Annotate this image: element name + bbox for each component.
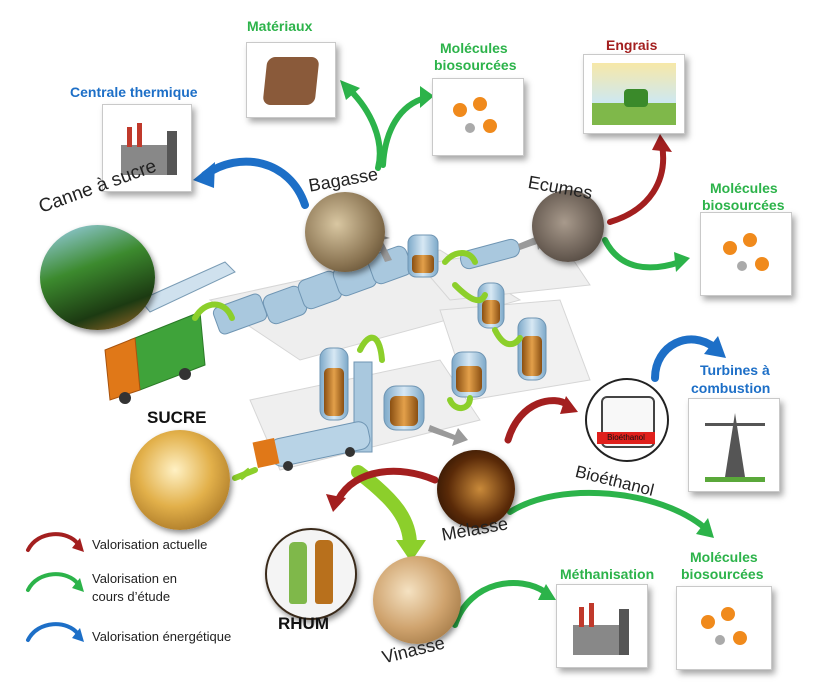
bioethanol-tag: Bioéthanol bbox=[597, 432, 655, 444]
process-pipes bbox=[192, 250, 523, 481]
label-turbines-2: combustion bbox=[691, 380, 771, 396]
label-turbines-1: Turbines à bbox=[700, 362, 770, 378]
legend-label-actuelle: Valorisation actuelle bbox=[92, 537, 208, 552]
arrow-bagasse-to-centrale bbox=[193, 157, 309, 209]
methanisation-card bbox=[556, 584, 648, 668]
label-molecules-right-2: biosourcées bbox=[702, 197, 785, 213]
arrow-ecumes-to-molecules bbox=[602, 237, 690, 272]
melasse-photo bbox=[437, 450, 515, 528]
vinasse-photo bbox=[373, 556, 461, 644]
molecules-card-bottom bbox=[676, 586, 772, 670]
arrow-vinasse-to-methanisation bbox=[452, 580, 556, 628]
crystallizer bbox=[319, 347, 425, 453]
bagasse-photo bbox=[305, 192, 385, 272]
arrow-melasse-to-rhum bbox=[326, 467, 439, 512]
label-molecules-right-1: Molécules bbox=[710, 180, 778, 196]
conveyor-belt bbox=[139, 261, 236, 313]
engrais-card bbox=[583, 54, 685, 134]
label-methanisation: Méthanisation bbox=[560, 566, 655, 582]
sugar-truck bbox=[252, 421, 371, 471]
label-engrais: Engrais bbox=[606, 37, 658, 53]
bioethanol-jerrycan: Bioéthanol bbox=[585, 378, 669, 462]
label-molecules-top-1: Molécules bbox=[440, 40, 508, 56]
rhum-photo bbox=[265, 528, 357, 620]
arrow-melasse-to-bioethanol bbox=[504, 396, 578, 444]
molecules-card-top bbox=[432, 78, 524, 156]
arrow-melasse-to-molecules bbox=[507, 489, 714, 538]
legend-arrow-blue bbox=[26, 622, 84, 642]
legend-label-energetique: Valorisation énergétique bbox=[92, 629, 232, 644]
legend-label-etude-2: cours d’étude bbox=[92, 589, 171, 604]
crusher-mills bbox=[212, 245, 413, 335]
molecule-icon bbox=[453, 97, 503, 137]
canne-photo bbox=[40, 225, 155, 330]
label-molecules-top-2: biosourcées bbox=[434, 57, 517, 73]
centrale-card bbox=[102, 104, 192, 192]
clarifier-tank bbox=[407, 234, 521, 278]
legend-label-etude-1: Valorisation en bbox=[92, 571, 178, 586]
arrow-to-vinasse bbox=[351, 465, 426, 562]
legend-arrow-green bbox=[26, 572, 84, 592]
arrow-bioethanol-to-turbines bbox=[651, 335, 726, 382]
turbines-card bbox=[688, 398, 780, 492]
ecumes-photo bbox=[532, 190, 604, 262]
arrow-sucre-out bbox=[238, 467, 252, 481]
cane-truck bbox=[104, 311, 206, 404]
label-centrale: Centrale thermique bbox=[70, 84, 198, 100]
label-sucre: SUCRE bbox=[147, 408, 207, 427]
materiaux-card bbox=[246, 42, 336, 118]
legend-arrow-red bbox=[26, 532, 84, 552]
arrow-bagasse-to-materiaux bbox=[340, 80, 383, 171]
legend-arrows bbox=[26, 532, 84, 642]
label-molecules-bottom-2: biosourcées bbox=[681, 566, 764, 582]
arrow-ecumes-to-engrais bbox=[607, 134, 672, 225]
molecules-card-right bbox=[700, 212, 792, 296]
sucre-photo bbox=[130, 430, 230, 530]
label-rhum: RHUM bbox=[278, 614, 329, 633]
pylon-icon bbox=[725, 413, 745, 477]
label-molecules-bottom-1: Molécules bbox=[690, 549, 758, 565]
legend: Valorisation actuelle Valorisation en co… bbox=[18, 528, 278, 668]
arrow-bagasse-to-molecules bbox=[380, 86, 434, 168]
label-materiaux: Matériaux bbox=[247, 18, 313, 34]
